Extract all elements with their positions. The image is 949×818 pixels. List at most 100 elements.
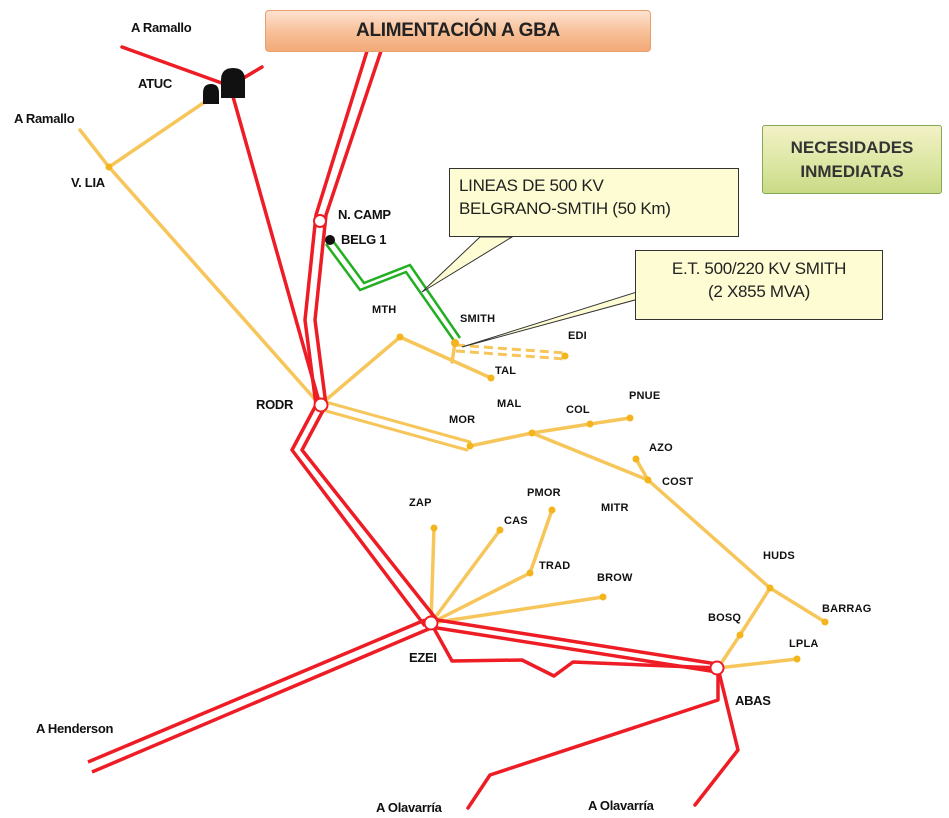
callout-et-line-1: E.T. 500/220 KV SMITH (671, 259, 847, 278)
title: ALIMENTACIÓN A GBA (356, 20, 560, 41)
line-abas-lpla (716, 657, 799, 670)
line-ezei-abas-a (430, 617, 718, 666)
line-atuc-rodr (228, 84, 322, 407)
line-rodr-ezei-a (290, 404, 427, 628)
node-mal (528, 429, 536, 437)
label-tal: TAL (495, 365, 517, 377)
label-huds: HUDS (763, 550, 795, 562)
line-ezei-trad (429, 571, 532, 625)
callout-et: E.T. 500/220 KV SMITH (2 X855 MVA) (635, 250, 883, 320)
label-trad: TRAD (539, 560, 571, 572)
callout-lineas: LINEAS DE 500 KV BELGRANO-SMTIH (50 Km) (449, 168, 739, 237)
needs-box: NECESIDADES INMEDIATAS (762, 125, 942, 194)
line-smith-edi-planned (455, 343, 566, 361)
label-belg1: BELG 1 (341, 232, 387, 247)
lines-500kv-double (87, 47, 718, 774)
line-ezei-zap (429, 526, 436, 625)
label-lpla: LPLA (789, 638, 819, 650)
node-cost (644, 476, 652, 484)
label-mor: MOR (449, 414, 476, 426)
label-col: COL (566, 404, 590, 416)
label-bosq: BOSQ (708, 612, 742, 624)
label-brow: BROW (597, 572, 633, 584)
station-ncamp (313, 214, 327, 228)
label-ezei: EZEI (409, 650, 437, 665)
label-azo: AZO (649, 442, 673, 454)
line-ramallo-vlia (78, 128, 111, 169)
label-a-ramallo-top: A Ramallo (131, 20, 192, 35)
node-cas (496, 526, 504, 534)
line-mal-col-pnue (530, 416, 632, 435)
station-belg1 (325, 235, 335, 245)
node-pnue (626, 414, 634, 422)
label-abas: ABAS (735, 693, 771, 708)
label-pmor: PMOR (527, 487, 561, 499)
line-abas-olavarria-1 (466, 666, 720, 810)
node-edi (561, 352, 569, 360)
node-vlia (105, 163, 113, 171)
label-smith: SMITH (460, 313, 496, 325)
line-rodr-mth-tal (318, 335, 493, 407)
label-pnue: PNUE (629, 390, 661, 402)
node-trad (526, 569, 534, 577)
label-cost: COST (662, 476, 694, 488)
node-zap (430, 524, 438, 532)
label-zap: ZAP (409, 497, 432, 509)
station-rodr (313, 397, 329, 413)
label-mth: MTH (372, 304, 397, 316)
nodes-220kv (105, 163, 829, 663)
line-belg-smith-500kv (324, 240, 462, 343)
label-n-camp: N. CAMP (338, 207, 391, 222)
node-smith (451, 339, 459, 347)
label-a-ramallo-left: A Ramallo (14, 111, 75, 126)
node-barrag (821, 618, 829, 626)
line-ezei-brow (429, 595, 605, 625)
callout-lineas-line-2: BELGRANO-SMTIH (50 Km) (459, 199, 671, 218)
stations-500kv (313, 214, 725, 676)
line-rodr-ezei-b (300, 404, 439, 622)
line-abas-olavarria-2 (693, 666, 740, 807)
node-brow (599, 593, 607, 601)
node-bosq (736, 631, 744, 639)
line-ezei-abas (429, 621, 720, 678)
line-huds-bosq (738, 586, 772, 637)
title-box: ALIMENTACIÓN A GBA (265, 10, 651, 52)
needs-line-2: INMEDIATAS (800, 161, 904, 181)
line-mal-huds-barrag (530, 431, 827, 624)
node-mth (396, 333, 404, 341)
label-barrag: BARRAG (822, 603, 872, 615)
node-mor (466, 442, 474, 450)
line-mor-mal (468, 431, 534, 448)
node-col (586, 420, 594, 428)
label-a-olavarria-1: A Olavarría (376, 800, 442, 815)
label-a-henderson: A Henderson (36, 721, 114, 736)
line-rodr-mor-double (317, 399, 472, 452)
node-lpla (793, 655, 801, 663)
line-ezei-henderson-b (91, 626, 432, 774)
node-huds (766, 584, 774, 592)
callout-lineas-pointer (421, 236, 514, 293)
label-a-olavarria-2: A Olavarría (588, 798, 654, 813)
lines-220kv (78, 93, 827, 670)
label-v-lia: V. LIA (71, 175, 105, 190)
line-a-ramallo (120, 45, 232, 88)
callout-pointers (421, 235, 669, 348)
line-gba-ncamp-rodr-b (313, 47, 384, 406)
line-ezei-henderson-a (87, 618, 426, 764)
station-abas (709, 660, 725, 676)
line-ezei-cas (429, 528, 502, 625)
needs-line-1: NECESIDADES (790, 137, 914, 157)
node-azo (632, 455, 640, 463)
line-gba-ncamp-rodr-a (303, 47, 370, 406)
line-ezei-abas-b (430, 625, 718, 674)
label-edi: EDI (568, 330, 587, 342)
label-mal: MAL (497, 398, 522, 410)
label-atuc: ATUC (138, 76, 172, 91)
label-mitr: MITR (601, 502, 629, 514)
label-cas: CAS (504, 515, 528, 527)
line-atuc-vlia-rodr (107, 93, 322, 407)
lines-500kv (120, 45, 740, 810)
callout-et-line-2: (2 X855 MVA) (708, 282, 810, 301)
node-pmor (548, 506, 556, 514)
